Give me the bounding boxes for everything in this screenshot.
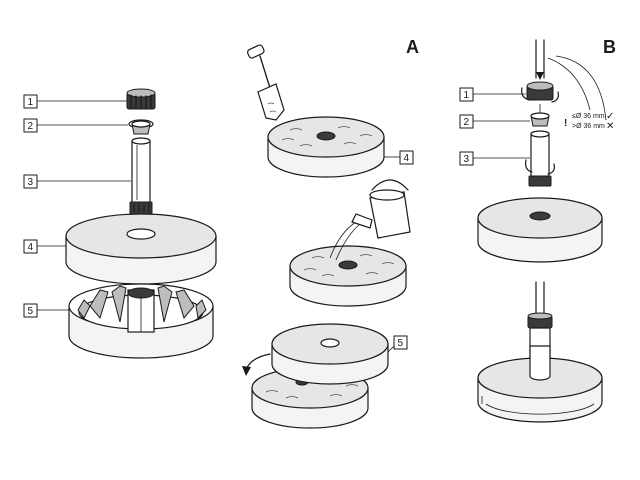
watering-can-icon xyxy=(351,179,411,239)
rotate-icon-1 xyxy=(521,87,531,101)
callout-box-4 xyxy=(23,239,38,254)
callout-box-b3 xyxy=(459,151,474,166)
part-4-top-disc xyxy=(65,213,217,285)
callout-label-5: 5 xyxy=(28,306,34,317)
callout-label-1: 1 xyxy=(28,97,34,108)
callout-box-2 xyxy=(23,118,38,133)
step-a2-add-water xyxy=(289,179,411,307)
callout-label-a4: 4 xyxy=(404,153,410,164)
callout-label-4: 4 xyxy=(28,242,34,253)
part-2-insert xyxy=(128,119,154,135)
leader-line-a5 xyxy=(387,345,395,353)
part-5-base xyxy=(68,283,214,359)
step-b2-assembled xyxy=(477,281,603,423)
cross-icon: ✕ xyxy=(606,121,614,132)
callout-box-5 xyxy=(23,303,38,318)
callout-box-1 xyxy=(23,94,38,109)
step-a1-fill-sand: 4 xyxy=(247,44,414,178)
down-arrow-icon xyxy=(536,72,544,80)
callout-label-b1: 1 xyxy=(464,90,470,101)
warning-exclaim: ! xyxy=(564,118,567,129)
callout-box-a5 xyxy=(393,335,408,350)
callout-label-2: 2 xyxy=(28,121,34,132)
shovel-icon xyxy=(247,44,285,121)
panel-label-b: B xyxy=(603,37,616,57)
part-1-nut xyxy=(126,88,156,110)
spec-gt36: >Ø 36 mm xyxy=(572,123,605,130)
callout-box-3 xyxy=(23,174,38,189)
callout-label-3: 3 xyxy=(28,177,34,188)
panel-label-a: A xyxy=(406,37,419,57)
callout-label-b3: 3 xyxy=(464,154,470,165)
spec-le36: ≤Ø 36 mm xyxy=(572,113,605,120)
callout-label-a5: 5 xyxy=(398,338,404,349)
callout-box-a4 xyxy=(399,150,414,165)
step-b1-mount-pole: 1 2 ! ≤Ø 36 mm ✓ >Ø 36 mm ✕ 3 xyxy=(459,39,614,263)
callout-box-b1 xyxy=(459,87,474,102)
callout-label-b2: 2 xyxy=(464,117,470,128)
exploded-view: 1 2 3 xyxy=(23,88,217,359)
rotate-icon-3 xyxy=(525,159,533,173)
callout-box-b2 xyxy=(459,114,474,129)
step-a3-close-lid: 5 xyxy=(242,323,408,429)
part-3-tube xyxy=(129,137,153,215)
check-icon: ✓ xyxy=(606,111,614,122)
